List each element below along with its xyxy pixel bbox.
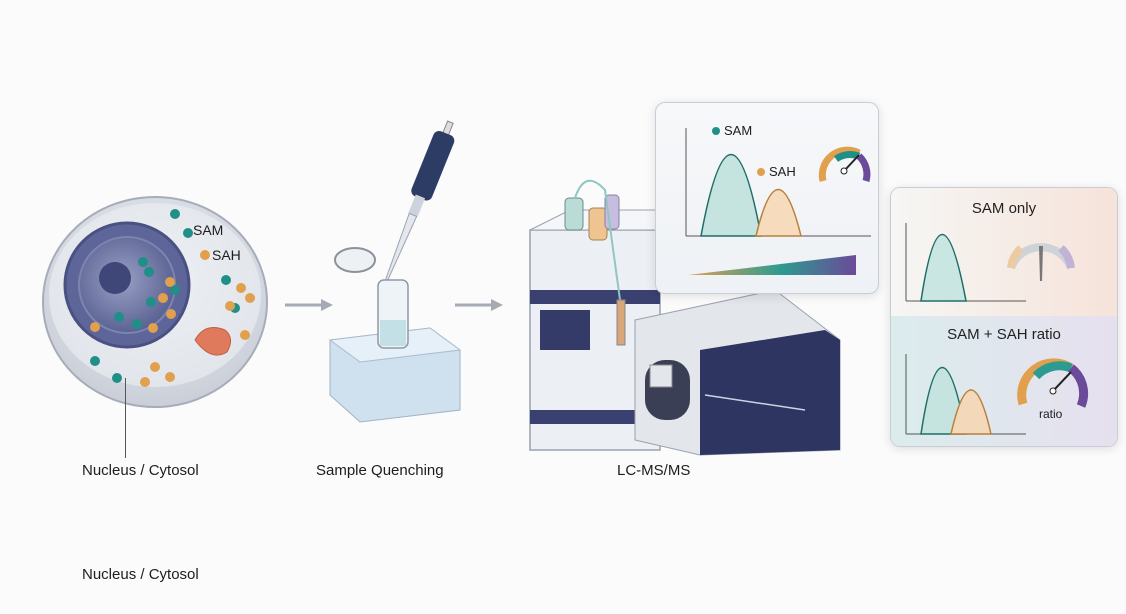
quenching-illustration	[320, 110, 470, 423]
chromatogram-plot	[685, 127, 871, 275]
footer-label: Nucleus / Cytosol	[82, 566, 199, 583]
chrom-sam-label: SAM	[724, 123, 753, 138]
sam-only-title: SAM only	[971, 200, 1037, 217]
ratio-section: SAM + SAH ratio ratio	[891, 316, 1117, 446]
cell-pointer-line	[125, 378, 126, 458]
arrow-icon	[455, 299, 503, 311]
sam-legend-label: SAM	[193, 222, 224, 238]
cell-illustration	[35, 190, 275, 420]
sah-legend-label: SAH	[212, 247, 241, 263]
sam-only-plot	[905, 223, 1075, 302]
gauge-ratio-label: ratio	[1039, 407, 1063, 421]
comparison-panel: SAM only SAM + SAH ratio ratio	[890, 187, 1118, 447]
sam-only-section: SAM only	[891, 188, 1117, 316]
stage-label-cell: Nucleus / Cytosol	[82, 462, 199, 479]
lcms-instrument	[525, 179, 845, 460]
lcms-instrument-icon	[529, 179, 841, 456]
ratio-title: SAM + SAH ratio	[947, 326, 1061, 343]
stage-label-quenching: Sample Quenching	[316, 462, 444, 479]
chrom-sah-label: SAH	[769, 164, 796, 179]
chromatogram-panel: SAM SAH	[655, 102, 879, 294]
arrow-icon	[285, 299, 333, 311]
ratio-plot	[905, 354, 1089, 435]
cell-icon	[42, 196, 268, 408]
stage-label-lcms: LC-MS/MS	[617, 462, 691, 479]
pipette-ice-icon	[328, 120, 462, 423]
